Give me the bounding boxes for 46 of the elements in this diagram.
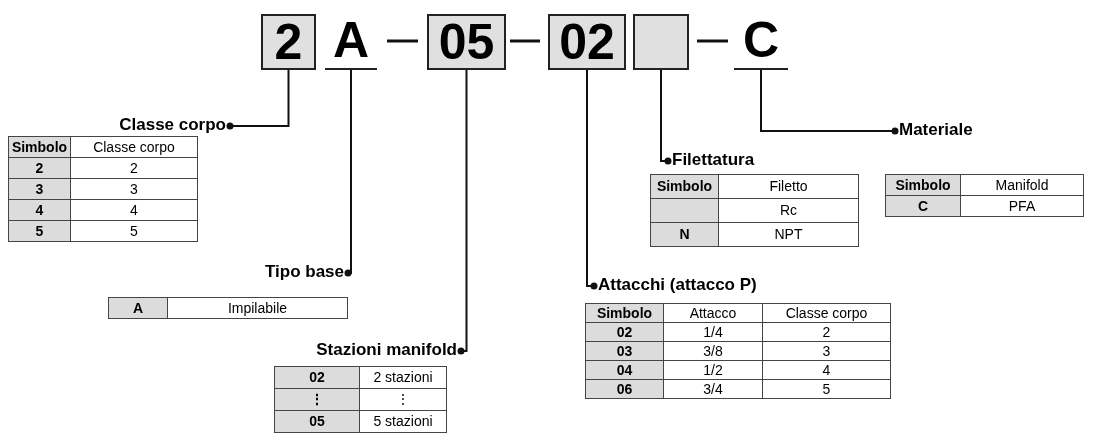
section-heading: Stazioni manifold	[310, 340, 463, 360]
table-cell: 04	[585, 360, 664, 380]
section-heading: Filettatura	[666, 150, 761, 170]
leader-line	[226, 69, 290, 130]
table-header-cell: A	[108, 297, 168, 319]
code-box: 05	[427, 14, 506, 70]
section-heading: Attacchi (attacco P)	[592, 275, 763, 295]
code-box: 2	[261, 14, 316, 70]
blank-code-box	[633, 14, 689, 70]
table-header-cell: 2 stazioni	[359, 366, 447, 389]
table-header-cell: 02	[274, 366, 360, 389]
leader-line	[660, 69, 672, 165]
table-cell: 5	[8, 220, 71, 242]
table-cell: ⋮	[274, 388, 360, 411]
table-cell: 02	[585, 322, 664, 342]
table-header-cell: Manifold	[960, 174, 1084, 196]
table-cell: 4	[8, 199, 71, 221]
leader-line	[760, 69, 899, 135]
table-cell: PFA	[960, 195, 1084, 217]
table-cell: 03	[585, 341, 664, 361]
table-header-cell: Filetto	[718, 174, 859, 199]
table-header-cell: Simbolo	[885, 174, 961, 196]
section-heading: Materiale	[893, 120, 979, 140]
table-cell: 05	[274, 410, 360, 433]
code-box: 02	[548, 14, 626, 70]
table-header-cell: Classe corpo	[762, 303, 891, 323]
code-segment: C	[734, 14, 788, 70]
table-header-cell: Impilabile	[167, 297, 348, 319]
table-cell: C	[885, 195, 961, 217]
table-header-cell: Simbolo	[585, 303, 664, 323]
leader-line	[457, 69, 468, 355]
table-cell: 5 stazioni	[359, 410, 447, 433]
code-segment: A	[325, 14, 377, 70]
section-heading: Tipo base	[258, 262, 350, 282]
leader-line	[586, 69, 598, 290]
table-cell: 3	[8, 178, 71, 200]
table-cell: 5	[762, 379, 891, 399]
table-cell: N	[650, 222, 719, 247]
leader-line	[344, 69, 352, 277]
table-header-cell: Simbolo	[8, 136, 71, 158]
table-header-cell: Classe corpo	[70, 136, 198, 158]
table-cell: 06	[585, 379, 664, 399]
table-cell: NPT	[718, 222, 859, 247]
section-heading: Classe corpo	[113, 115, 232, 135]
table-cell: 2	[8, 157, 71, 179]
table-cell: 5	[70, 220, 198, 242]
